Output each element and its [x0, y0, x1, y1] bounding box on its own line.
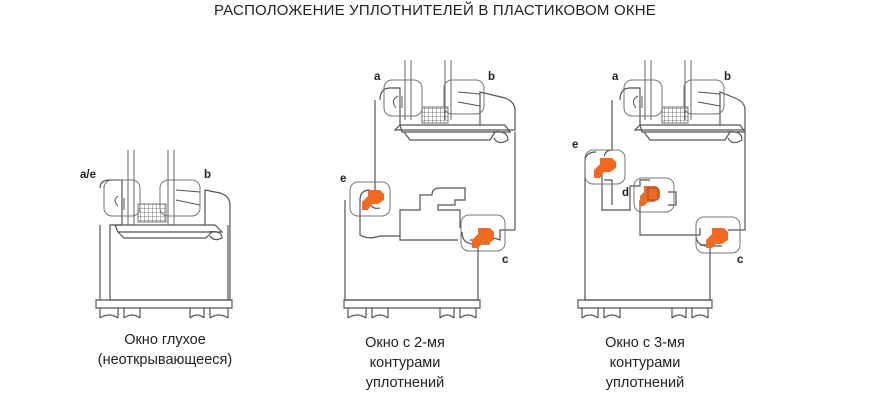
caption-line: контурами	[609, 355, 681, 371]
caption-line: уплотнений	[365, 375, 445, 391]
label-c-panel2: c	[502, 254, 509, 266]
caption-line: Окно с 2-мя	[365, 335, 445, 351]
caption-two-contours: Окно с 2-мя контурами уплотнений	[300, 333, 510, 393]
seal-c-panel3	[706, 228, 728, 248]
label-b-panel3: b	[724, 71, 731, 83]
callout-box-d-panel3	[633, 177, 675, 213]
caption-three-contours: Окно с 3-мя контурами уплотнений	[540, 333, 750, 393]
callout-box-e-panel2	[349, 181, 391, 217]
callout-box-a-panel2	[383, 79, 423, 117]
caption-line: Окно с 3-мя	[605, 335, 685, 351]
caption-line: (неоткрывающееся)	[97, 352, 233, 368]
label-c-panel3: c	[737, 254, 744, 266]
caption-line: контурами	[369, 355, 441, 371]
caption-line: Окно глухое	[124, 332, 206, 348]
sash-grooves-3	[632, 91, 721, 109]
seal-c-panel2	[472, 228, 494, 248]
label-d-panel3: d	[622, 187, 629, 199]
page-title: РАСПОЛОЖЕНИЕ УПЛОТНИТЕЛЕЙ В ПЛАСТИКОВОМ …	[213, 2, 657, 19]
label-e-panel2: e	[340, 173, 346, 185]
seal-e-panel2	[362, 190, 384, 210]
callout-box-ae	[103, 179, 141, 217]
callout-box-e-panel3	[584, 149, 626, 185]
label-b-panel1: b	[204, 169, 211, 181]
callout-box-b	[159, 179, 201, 217]
spacer-hatch-2	[421, 106, 449, 124]
seal-d-detail	[647, 187, 659, 201]
label-b-panel2: b	[488, 71, 495, 83]
label-e-panel3: e	[572, 139, 578, 151]
sash-grooves-2	[392, 91, 481, 109]
caption-line: уплотнений	[605, 375, 685, 391]
label-a-panel3: a	[612, 71, 619, 83]
callout-box-c-panel3	[695, 216, 741, 254]
callout-box-a-panel3	[623, 79, 663, 117]
callout-box-b-panel2	[443, 79, 485, 115]
callout-box-b-panel3	[683, 79, 725, 115]
spacer-hatch-3	[661, 106, 689, 124]
caption-fixed-window: Окно глухое (неоткрывающееся)	[40, 330, 290, 370]
two-contour-profile	[343, 60, 516, 319]
fixed-window-profile	[95, 150, 233, 319]
label-a-panel2: a	[374, 71, 381, 83]
label-ae: a/e	[80, 169, 96, 181]
seal-d-panel3	[640, 186, 660, 206]
callout-box-c-panel2	[460, 214, 506, 252]
seal-e-panel3	[594, 158, 616, 178]
